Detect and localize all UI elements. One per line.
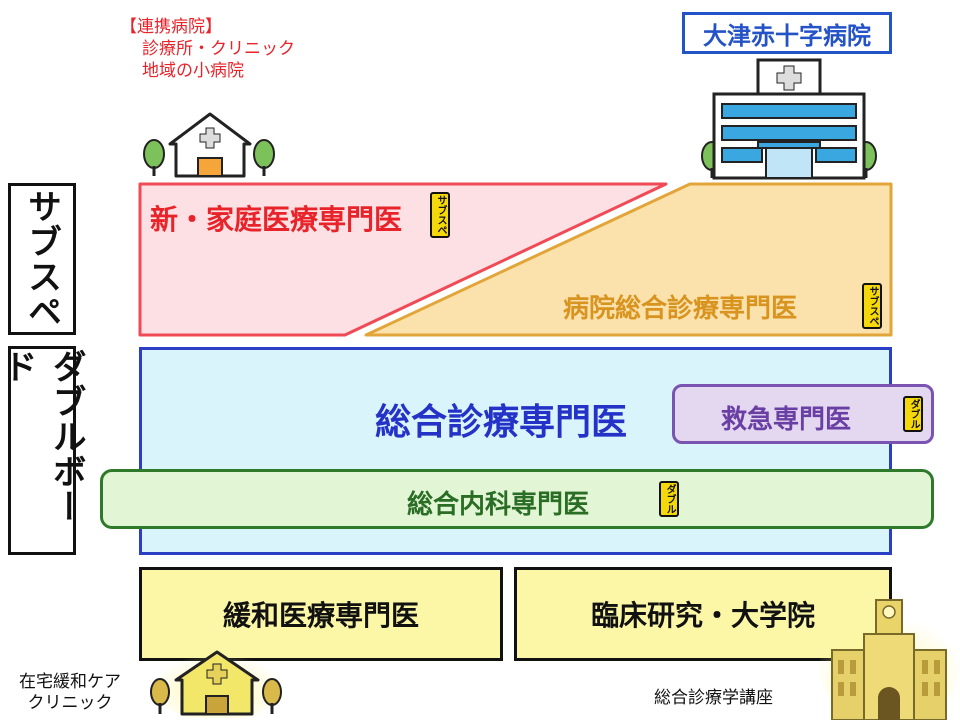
double-badge-emergency: ダブル — [903, 396, 923, 432]
home-clinic-label-line-1: 在宅緩和ケア — [19, 672, 121, 692]
double-board-side-label-text: ダブルボード — [0, 349, 86, 524]
clinical-research-title: 臨床研究・大学院 — [590, 599, 815, 632]
university-building-icon — [819, 599, 959, 720]
palliative-care-title: 緩和医療専門医 — [222, 599, 419, 632]
hospital-name: 大津赤十字病院 — [703, 21, 871, 50]
general-medicine-title: 総合診療専門医 — [375, 402, 628, 443]
home-clinic-icon — [150, 650, 282, 718]
partner-bracket-title: 【連携病院】 — [120, 17, 222, 37]
clinic-house-icon — [143, 112, 275, 178]
home-clinic-label-line-2: クリニック — [27, 693, 113, 714]
partner-line-2: 地域の小病院 — [142, 61, 244, 82]
partner-hospital-info: 【連携病院】 診療所・クリニック 地域の小病院 — [120, 16, 295, 82]
emergency-medicine-title: 救急専門医 — [721, 405, 852, 435]
emergency-medicine-box — [672, 384, 934, 444]
internal-medicine-box — [100, 469, 934, 529]
subspec-side-label: サブスペ — [8, 183, 76, 335]
subspec-side-label-text: サブスペ — [21, 189, 62, 329]
partner-line-1: 診療所・クリニック — [142, 39, 295, 60]
clinical-research-box: 臨床研究・大学院 — [514, 567, 892, 661]
internal-medicine-title: 総合内科専門医 — [407, 490, 590, 520]
hospital-building-icon — [701, 58, 877, 180]
subspec-badge-left: サブスペ — [430, 192, 450, 238]
hospital-name-box: 大津赤十字病院 — [682, 12, 892, 54]
hospital-general-medicine-title: 病院総合診療専門医 — [563, 294, 798, 324]
double-board-side-label: ダブルボード — [0, 346, 86, 555]
double-badge-internal: ダブル — [659, 481, 679, 517]
palliative-care-box: 緩和医療専門医 — [139, 567, 503, 661]
family-medicine-title: 新・家庭医療専門医 — [150, 203, 403, 236]
department-label: 総合診療学講座 — [654, 688, 773, 708]
subspec-badge-right: サブスペ — [862, 283, 882, 329]
home-clinic-label: 在宅緩和ケア クリニック — [10, 672, 130, 715]
